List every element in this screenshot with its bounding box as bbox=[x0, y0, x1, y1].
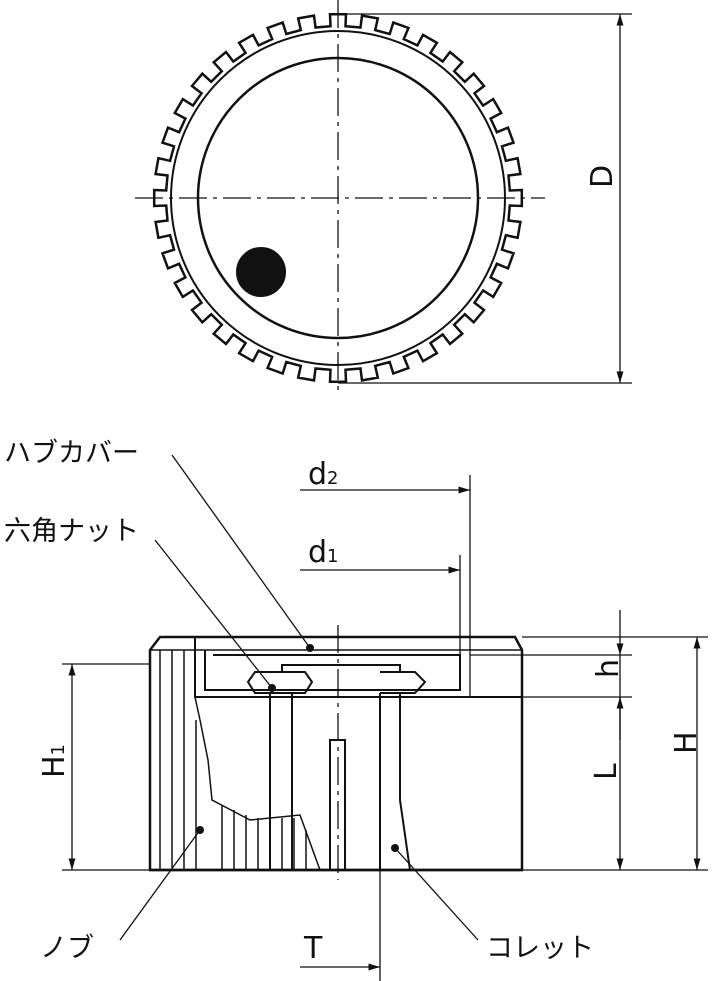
hub-cover bbox=[194, 637, 522, 698]
cutaway-edge bbox=[194, 696, 321, 871]
dim-H1-label: H bbox=[37, 755, 72, 778]
top-view bbox=[135, 0, 632, 395]
dim-T-label: T bbox=[303, 931, 323, 966]
hex-nut bbox=[246, 671, 427, 694]
knurl-hatching bbox=[159, 650, 307, 870]
label-knob: ノブ bbox=[40, 933, 94, 964]
indicator-dot bbox=[236, 247, 286, 297]
svg-text:d2: d2 bbox=[308, 457, 339, 492]
collet bbox=[269, 693, 411, 871]
svg-text:d1: d1 bbox=[308, 535, 339, 570]
svg-text:H1: H1 bbox=[37, 744, 72, 778]
label-hex-nut: 六角ナット bbox=[4, 516, 139, 547]
dim-H-label: H bbox=[669, 731, 704, 754]
dim-d1-sub: 1 bbox=[327, 546, 338, 567]
dim-d2-label: d bbox=[308, 457, 327, 492]
dim-D-label: D bbox=[585, 165, 620, 188]
dim-H1-sub: 1 bbox=[48, 744, 69, 755]
dim-d2-sub: 2 bbox=[327, 468, 338, 489]
label-hub-cover: ハブカバー bbox=[4, 438, 139, 469]
side-view bbox=[62, 454, 708, 981]
dim-d1-label: d bbox=[308, 535, 327, 570]
label-collet: コレット bbox=[486, 933, 594, 964]
dim-h-label: h bbox=[591, 659, 626, 678]
knurled-gear-outline bbox=[152, 12, 524, 384]
dim-L-label: L bbox=[589, 763, 624, 780]
